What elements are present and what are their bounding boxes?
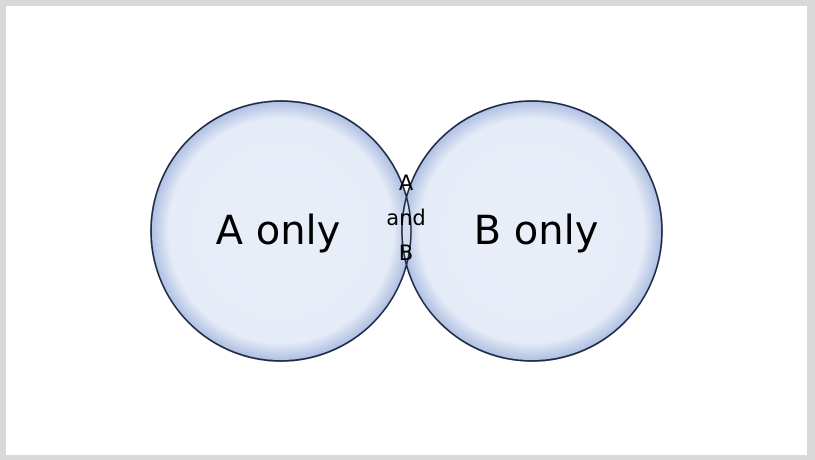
label-b-only: B only — [474, 208, 599, 254]
slide-canvas: A only B only A and B — [6, 6, 807, 455]
label-intersection-line-3: B — [399, 241, 413, 265]
label-intersection-line-2: and — [386, 206, 426, 230]
circle-b-outline — [401, 100, 663, 362]
circle-a-outline — [150, 100, 412, 362]
label-intersection-line-1: A — [399, 171, 414, 195]
label-a-only: A only — [216, 208, 341, 254]
venn-diagram: A only B only A and B — [150, 100, 663, 362]
